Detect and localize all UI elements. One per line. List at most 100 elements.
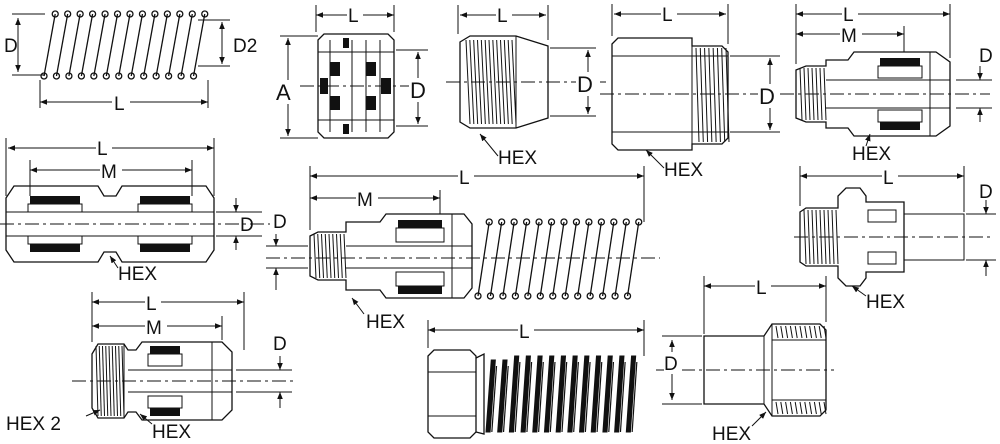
coil-segment xyxy=(526,361,533,433)
thread-lines xyxy=(775,325,827,415)
coil-segment xyxy=(573,361,579,433)
l-label: L xyxy=(519,322,530,343)
thread-line xyxy=(328,233,332,279)
coil-tooth xyxy=(614,355,625,433)
coil-end xyxy=(164,72,173,80)
l-label: L xyxy=(662,5,673,26)
l-label: L xyxy=(497,6,508,27)
coil-end xyxy=(138,10,147,18)
coil-end xyxy=(188,10,196,18)
d-label: D xyxy=(273,334,287,355)
thread-line xyxy=(809,401,813,415)
thread-line xyxy=(775,401,779,415)
coil-tooth xyxy=(508,355,520,433)
thread-line xyxy=(794,325,798,339)
coil-end xyxy=(113,10,122,18)
l-label: L xyxy=(756,278,767,299)
l-label: L xyxy=(114,94,125,115)
thread-line xyxy=(321,233,324,279)
thread-line xyxy=(807,209,811,265)
coil-end xyxy=(486,292,495,300)
coil-tooth xyxy=(579,355,590,433)
thread-line xyxy=(699,47,704,143)
connector-with-spring-drawing: L M D HEX xyxy=(266,166,660,333)
thread-line xyxy=(785,325,789,339)
female-connector-drawing: L M D HEX 2 HEX xyxy=(6,292,296,443)
d-label: D xyxy=(4,36,18,57)
coil-end xyxy=(88,10,97,18)
coil-segment xyxy=(502,221,515,297)
thread-line xyxy=(794,401,798,415)
d-label: D xyxy=(273,212,287,233)
coil-end xyxy=(40,72,48,80)
coil-segment xyxy=(155,13,169,77)
coil-segment xyxy=(477,221,490,297)
coil-end xyxy=(547,218,556,226)
coil-segment xyxy=(80,13,94,77)
nut-with-spring-drawing: L xyxy=(427,320,645,439)
hex-label: HEX xyxy=(852,144,891,165)
coil-end xyxy=(189,72,198,80)
coil-end xyxy=(498,218,506,226)
coil-end xyxy=(574,292,582,300)
coil-segment xyxy=(596,361,603,433)
hex-label: HEX xyxy=(366,312,405,333)
coil-end xyxy=(201,10,209,18)
coil-end xyxy=(597,218,606,226)
coil-tooth xyxy=(625,355,637,433)
male-connector-drawing: L M D HEX xyxy=(780,3,993,165)
thread-line xyxy=(507,39,513,125)
coil-end xyxy=(572,218,581,226)
coil-end xyxy=(101,10,109,18)
thread-line xyxy=(313,233,317,279)
thread-line xyxy=(492,39,498,125)
coil-end xyxy=(77,72,86,80)
coil-segment xyxy=(514,361,521,433)
coil-end xyxy=(474,292,482,300)
coil-tooth xyxy=(590,355,602,433)
coil-end xyxy=(152,72,160,80)
thread-line xyxy=(813,401,817,415)
reducing-adapter-drawing: L D HEX xyxy=(656,276,834,444)
thread-line xyxy=(339,233,343,279)
d-label: D xyxy=(759,84,775,109)
coil-segment xyxy=(43,13,56,77)
thread-line xyxy=(799,325,803,339)
coil-segment xyxy=(584,361,591,433)
coil-end xyxy=(623,292,632,300)
thread-line xyxy=(819,67,823,121)
thread-line xyxy=(815,209,819,265)
coil-segment xyxy=(489,221,503,297)
coil-end xyxy=(511,292,520,300)
coil-segment xyxy=(577,221,590,297)
hex-label: HEX xyxy=(866,292,905,313)
thread-line xyxy=(789,401,793,415)
coil-segment xyxy=(626,221,640,297)
l-label: L xyxy=(459,168,470,189)
coil-segment xyxy=(118,13,131,77)
coil-end xyxy=(499,292,507,300)
female-adapter-drawing: L D HEX xyxy=(600,3,790,181)
d-label: D xyxy=(664,354,678,375)
a-label: A xyxy=(276,80,291,105)
coil-tooth xyxy=(555,355,567,433)
coil-end xyxy=(177,72,185,80)
coil-segment xyxy=(167,13,181,77)
thread-line xyxy=(118,345,122,417)
coil-end xyxy=(536,292,544,300)
coil-segment xyxy=(538,361,544,433)
coil-segment xyxy=(180,13,193,77)
coil-end xyxy=(522,218,531,226)
d-label: D xyxy=(410,78,426,103)
coil-tooth xyxy=(543,355,555,433)
hex-label: HEX xyxy=(118,264,157,285)
spring-coils xyxy=(474,218,643,300)
coil-end xyxy=(549,292,557,300)
coil-end xyxy=(598,292,607,300)
thread-line xyxy=(712,47,717,143)
thread-line xyxy=(813,325,817,339)
coil-segment xyxy=(549,361,556,433)
thread-line xyxy=(324,233,328,279)
coil-end xyxy=(115,72,123,80)
